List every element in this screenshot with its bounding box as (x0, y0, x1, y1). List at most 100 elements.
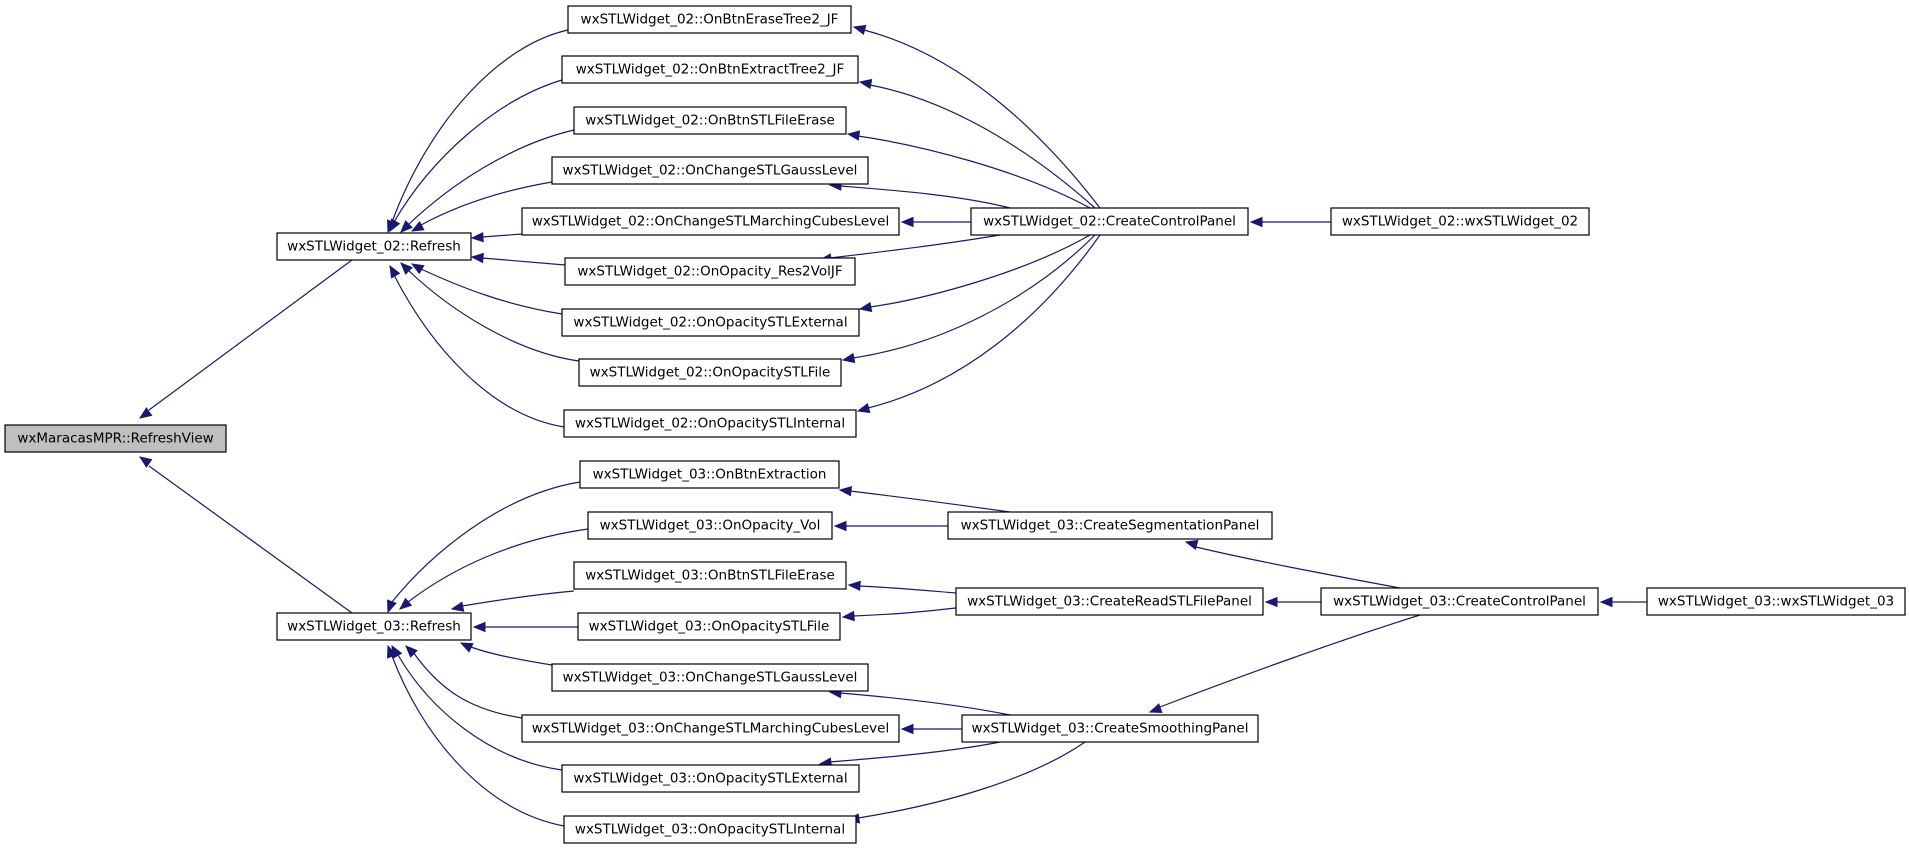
edge-line (470, 646, 553, 666)
edge-line (857, 741, 1086, 819)
edge-e02_opres-to-r02 (470, 252, 566, 266)
arrowhead-icon (470, 252, 484, 264)
node-wxstlwidget02-onopacitystlexternal[interactable]: wxSTLWidget_02::OnOpacitySTLExternal (561, 308, 860, 337)
edge-ccp03-to-seg03 (1184, 539, 1401, 589)
node-wxstlwidget03-onopacitystlfile[interactable]: wxSTLWidget_03::OnOpacitySTLFile (577, 612, 841, 641)
node-wxstlwidget02-onbtnerasetree2-jf[interactable]: wxSTLWidget_02::OnBtnEraseTree2_JF (567, 5, 852, 34)
edge-line (867, 234, 1101, 409)
node-label: wxSTLWidget_03::OnOpacitySTLFile (589, 619, 830, 635)
arrowhead-icon (389, 264, 401, 279)
node-label: wxSTLWidget_03::OnChangeSTLMarchingCubes… (532, 721, 889, 737)
node-label: wxSTLWidget_03::CreateSegmentationPanel (961, 518, 1260, 534)
edge-ccp02-to-e02_march (900, 216, 971, 228)
edge-seg03-to-e03_extraction (838, 485, 1011, 513)
node-label: wxSTLWidget_02::OnOpacitySTLFile (590, 365, 831, 381)
node-wxstlwidget03-createsegmentationpanel[interactable]: wxSTLWidget_03::CreateSegmentationPanel (947, 511, 1273, 540)
node-wxstlwidget03-createcontrolpanel[interactable]: wxSTLWidget_03::CreateControlPanel (1320, 587, 1599, 616)
edge-line (1195, 546, 1401, 589)
edge-line (863, 29, 1101, 209)
edge-line (420, 181, 553, 226)
node-wxstlwidget03-createsmoothingpanel[interactable]: wxSTLWidget_03::CreateSmoothingPanel (961, 714, 1259, 743)
arrowhead-icon (900, 723, 914, 735)
node-wxstlwidget02-wxstlwidget02[interactable]: wxSTLWidget_02::wxSTLWidget_02 (1330, 207, 1590, 236)
arrowhead-icon (389, 218, 401, 233)
arrowhead-icon (841, 352, 856, 364)
node-label: wxSTLWidget_03::Refresh (287, 619, 461, 635)
edge-e03_stlerase-to-r03 (450, 590, 575, 612)
edge-line (839, 185, 1011, 209)
node-wxstlwidget02-onopacitystlfile[interactable]: wxSTLWidget_02::OnOpacitySTLFile (578, 358, 842, 387)
node-wxstlwidget02-refresh[interactable]: wxSTLWidget_02::Refresh (276, 232, 472, 261)
arrowhead-icon (387, 599, 397, 614)
node-wxstlwidget02-onopacitystlinternal[interactable]: wxSTLWidget_02::OnOpacitySTLInternal (563, 409, 857, 438)
node-label: wxSTLWidget_03::CreateSmoothingPanel (972, 721, 1249, 737)
node-wxstlwidget02-onbtnextracttree2-jf[interactable]: wxSTLWidget_02::OnBtnExtractTree2_JF (561, 55, 859, 84)
node-wxstlwidget03-onchangestlmarchingcubeslevel[interactable]: wxSTLWidget_03::OnChangeSTLMarchingCubes… (521, 714, 900, 743)
edge-smooth03-to-e03_gauss (828, 687, 1011, 716)
edge-e03_gauss-to-r03 (459, 642, 553, 666)
edge-ccp02-to-e02_opext (858, 234, 1091, 313)
edge-line (148, 259, 353, 411)
node-label: wxSTLWidget_02::CreateControlPanel (983, 214, 1236, 230)
arrowhead-icon (138, 407, 153, 419)
arrowhead-icon (1184, 539, 1199, 551)
arrowhead-icon (400, 262, 413, 275)
edge-read03-to-e03_stlerase (847, 580, 957, 594)
node-wxstlwidget03-onopacitystlinternal[interactable]: wxSTLWidget_03::OnOpacitySTLInternal (563, 815, 857, 844)
edge-line (391, 655, 565, 827)
edge-line (148, 465, 353, 614)
edge-e03_opfile-to-r03 (472, 621, 578, 633)
node-wxstlwidget02-onopacity-res2voljf[interactable]: wxSTLWidget_02::OnOpacity_Res2VolJF (564, 257, 856, 286)
node-wxstlwidget03-createreadstlfilepanel[interactable]: wxSTLWidget_03::CreateReadSTLFilePanel (955, 587, 1264, 616)
arrowhead-icon (387, 644, 397, 659)
edge-e03_march-to-r03 (405, 645, 523, 719)
arrowhead-icon (405, 645, 418, 658)
node-label: wxSTLWidget_03::OnOpacitySTLExternal (573, 771, 847, 787)
node-wxstlwidget02-onbtnstlfileerase[interactable]: wxSTLWidget_02::OnBtnSTLFileErase (573, 106, 847, 135)
node-wxstlwidget02-onchangestlmarchingcubeslevel[interactable]: wxSTLWidget_02::OnChangeSTLMarchingCubes… (521, 207, 900, 236)
arrowhead-icon (1249, 216, 1263, 228)
node-label: wxSTLWidget_03::OnOpacity_Vol (600, 518, 821, 534)
node-wxstlwidget03-onopacity-vol[interactable]: wxSTLWidget_03::OnOpacity_Vol (587, 511, 833, 540)
edge-line (829, 741, 1001, 763)
node-wxstlwidget03-onbtnextraction[interactable]: wxSTLWidget_03::OnBtnExtraction (579, 460, 840, 489)
node-wxstlwidget02-onchangestlgausslevel[interactable]: wxSTLWidget_02::OnChangeSTLGaussLevel (551, 156, 869, 185)
node-label: wxSTLWidget_02::OnOpacitySTLExternal (573, 315, 847, 331)
arrowhead-icon (856, 402, 871, 414)
edge-line (391, 29, 569, 223)
arrowhead-icon (410, 220, 425, 232)
edge-line (420, 268, 563, 315)
edge-line (481, 233, 523, 238)
node-wxstlwidget02-createcontrolpanel[interactable]: wxSTLWidget_02::CreateControlPanel (970, 207, 1249, 236)
arrowhead-icon (398, 597, 413, 610)
edge-line (839, 692, 1011, 716)
arrowhead-icon (833, 520, 847, 532)
edge-ctor03-to-ccp03 (1599, 596, 1647, 608)
edge-line (1159, 614, 1421, 708)
node-wxstlwidget03-onchangestlgausslevel[interactable]: wxSTLWidget_03::OnChangeSTLGaussLevel (551, 663, 869, 692)
node-wxstlwidget03-onbtnstlfileerase[interactable]: wxSTLWidget_03::OnBtnSTLFileErase (573, 561, 847, 590)
arrowhead-icon (459, 642, 474, 653)
node-wxstlwidget03-refresh[interactable]: wxSTLWidget_03::Refresh (276, 612, 472, 641)
arrowhead-icon (1148, 703, 1163, 713)
edge-ccp02-to-e02_opfile (841, 234, 1096, 364)
edge-seg03-to-e03_opvol (833, 520, 948, 532)
edge-line (829, 234, 1001, 259)
node-label: wxSTLWidget_03::OnBtnExtraction (593, 467, 827, 483)
edge-e02_erase-to-r02 (387, 29, 569, 234)
edge-e03_opint-to-r03 (387, 644, 565, 827)
arrowhead-icon (470, 231, 484, 243)
node-wxstlwidget03-wxstlwidget03[interactable]: wxSTLWidget_03::wxSTLWidget_03 (1646, 587, 1906, 616)
arrowhead-icon (841, 610, 855, 622)
arrowhead-icon (1599, 596, 1613, 608)
node-label: wxSTLWidget_03::OnChangeSTLGaussLevel (563, 670, 858, 686)
node-label: wxSTLWidget_03::CreateReadSTLFilePanel (967, 594, 1252, 610)
edge-ccp03-to-read03 (1264, 596, 1321, 608)
edge-line (461, 590, 575, 607)
node-label: wxSTLWidget_02::OnOpacity_Res2VolJF (577, 264, 842, 280)
node-wxstlwidget03-onopacitystlexternal[interactable]: wxSTLWidget_03::OnOpacitySTLExternal (561, 764, 860, 793)
edge-line (407, 269, 580, 362)
node-wxmaracasmpr-refreshview[interactable]: wxMaracasMPR::RefreshView (4, 424, 227, 453)
edge-line (407, 129, 575, 226)
edge-e03_opvol-to-r03 (398, 528, 589, 610)
